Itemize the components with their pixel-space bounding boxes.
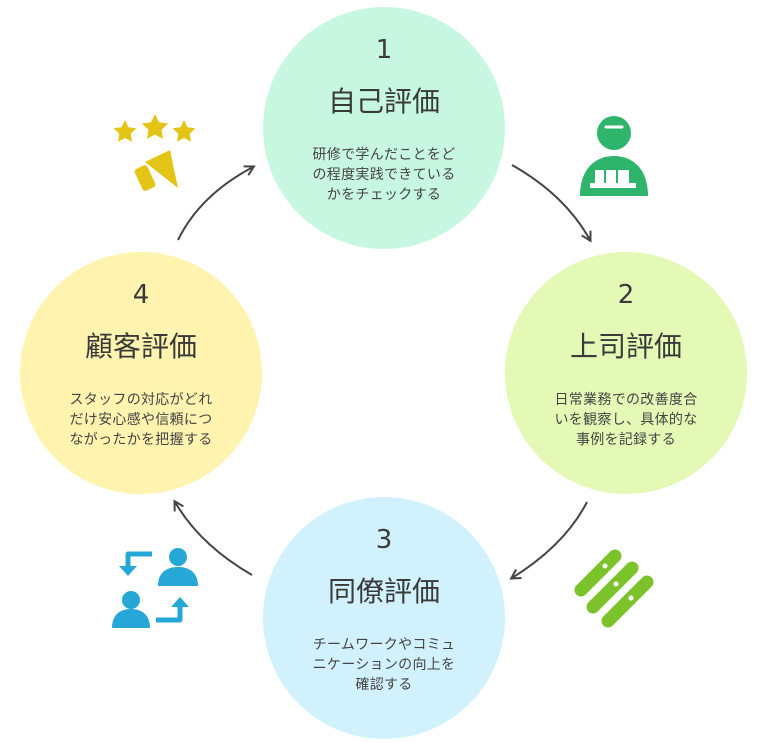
- step-description: 研修で学んだことをど の程度実践できている かをチェックする: [312, 147, 456, 203]
- step-title: 上司評価: [569, 330, 682, 363]
- arrow-2-to-3: [512, 501, 588, 578]
- step-number: 1: [375, 35, 393, 65]
- arrow-1-to-2: [511, 164, 590, 240]
- step-number: 3: [375, 525, 393, 555]
- arrow-3-to-4: [175, 502, 253, 576]
- arrow-4-to-1: [177, 167, 253, 241]
- step-2-manager-evaluation: 2 上司評価 日常業務での改善度合 いを観察し、具体的な 事例を記録する: [505, 252, 747, 494]
- step-description: 日常業務での改善度合 いを観察し、具体的な 事例を記録する: [554, 392, 698, 448]
- step-1-self-evaluation: 1 自己評価 研修で学んだことをど の程度実践できている かをチェックする: [263, 7, 505, 249]
- step-description: スタッフの対応がどれ だけ安心感や信頼につ ながったかを把握する: [69, 392, 213, 448]
- step-number: 2: [617, 280, 635, 310]
- step-4-customer-evaluation: 4 顧客評価 スタッフの対応がどれ だけ安心感や信頼につ ながったかを把握する: [20, 252, 262, 494]
- step-title: 同僚評価: [327, 575, 440, 608]
- step-title: 自己評価: [327, 85, 440, 118]
- step-number: 4: [132, 280, 150, 310]
- step-description: チームワークやコミュ ニケーションの向上を 確認する: [312, 637, 456, 693]
- step-3-peer-evaluation: 3 同僚評価 チームワークやコミュ ニケーションの向上を 確認する: [263, 497, 505, 739]
- step-title: 顧客評価: [84, 330, 197, 363]
